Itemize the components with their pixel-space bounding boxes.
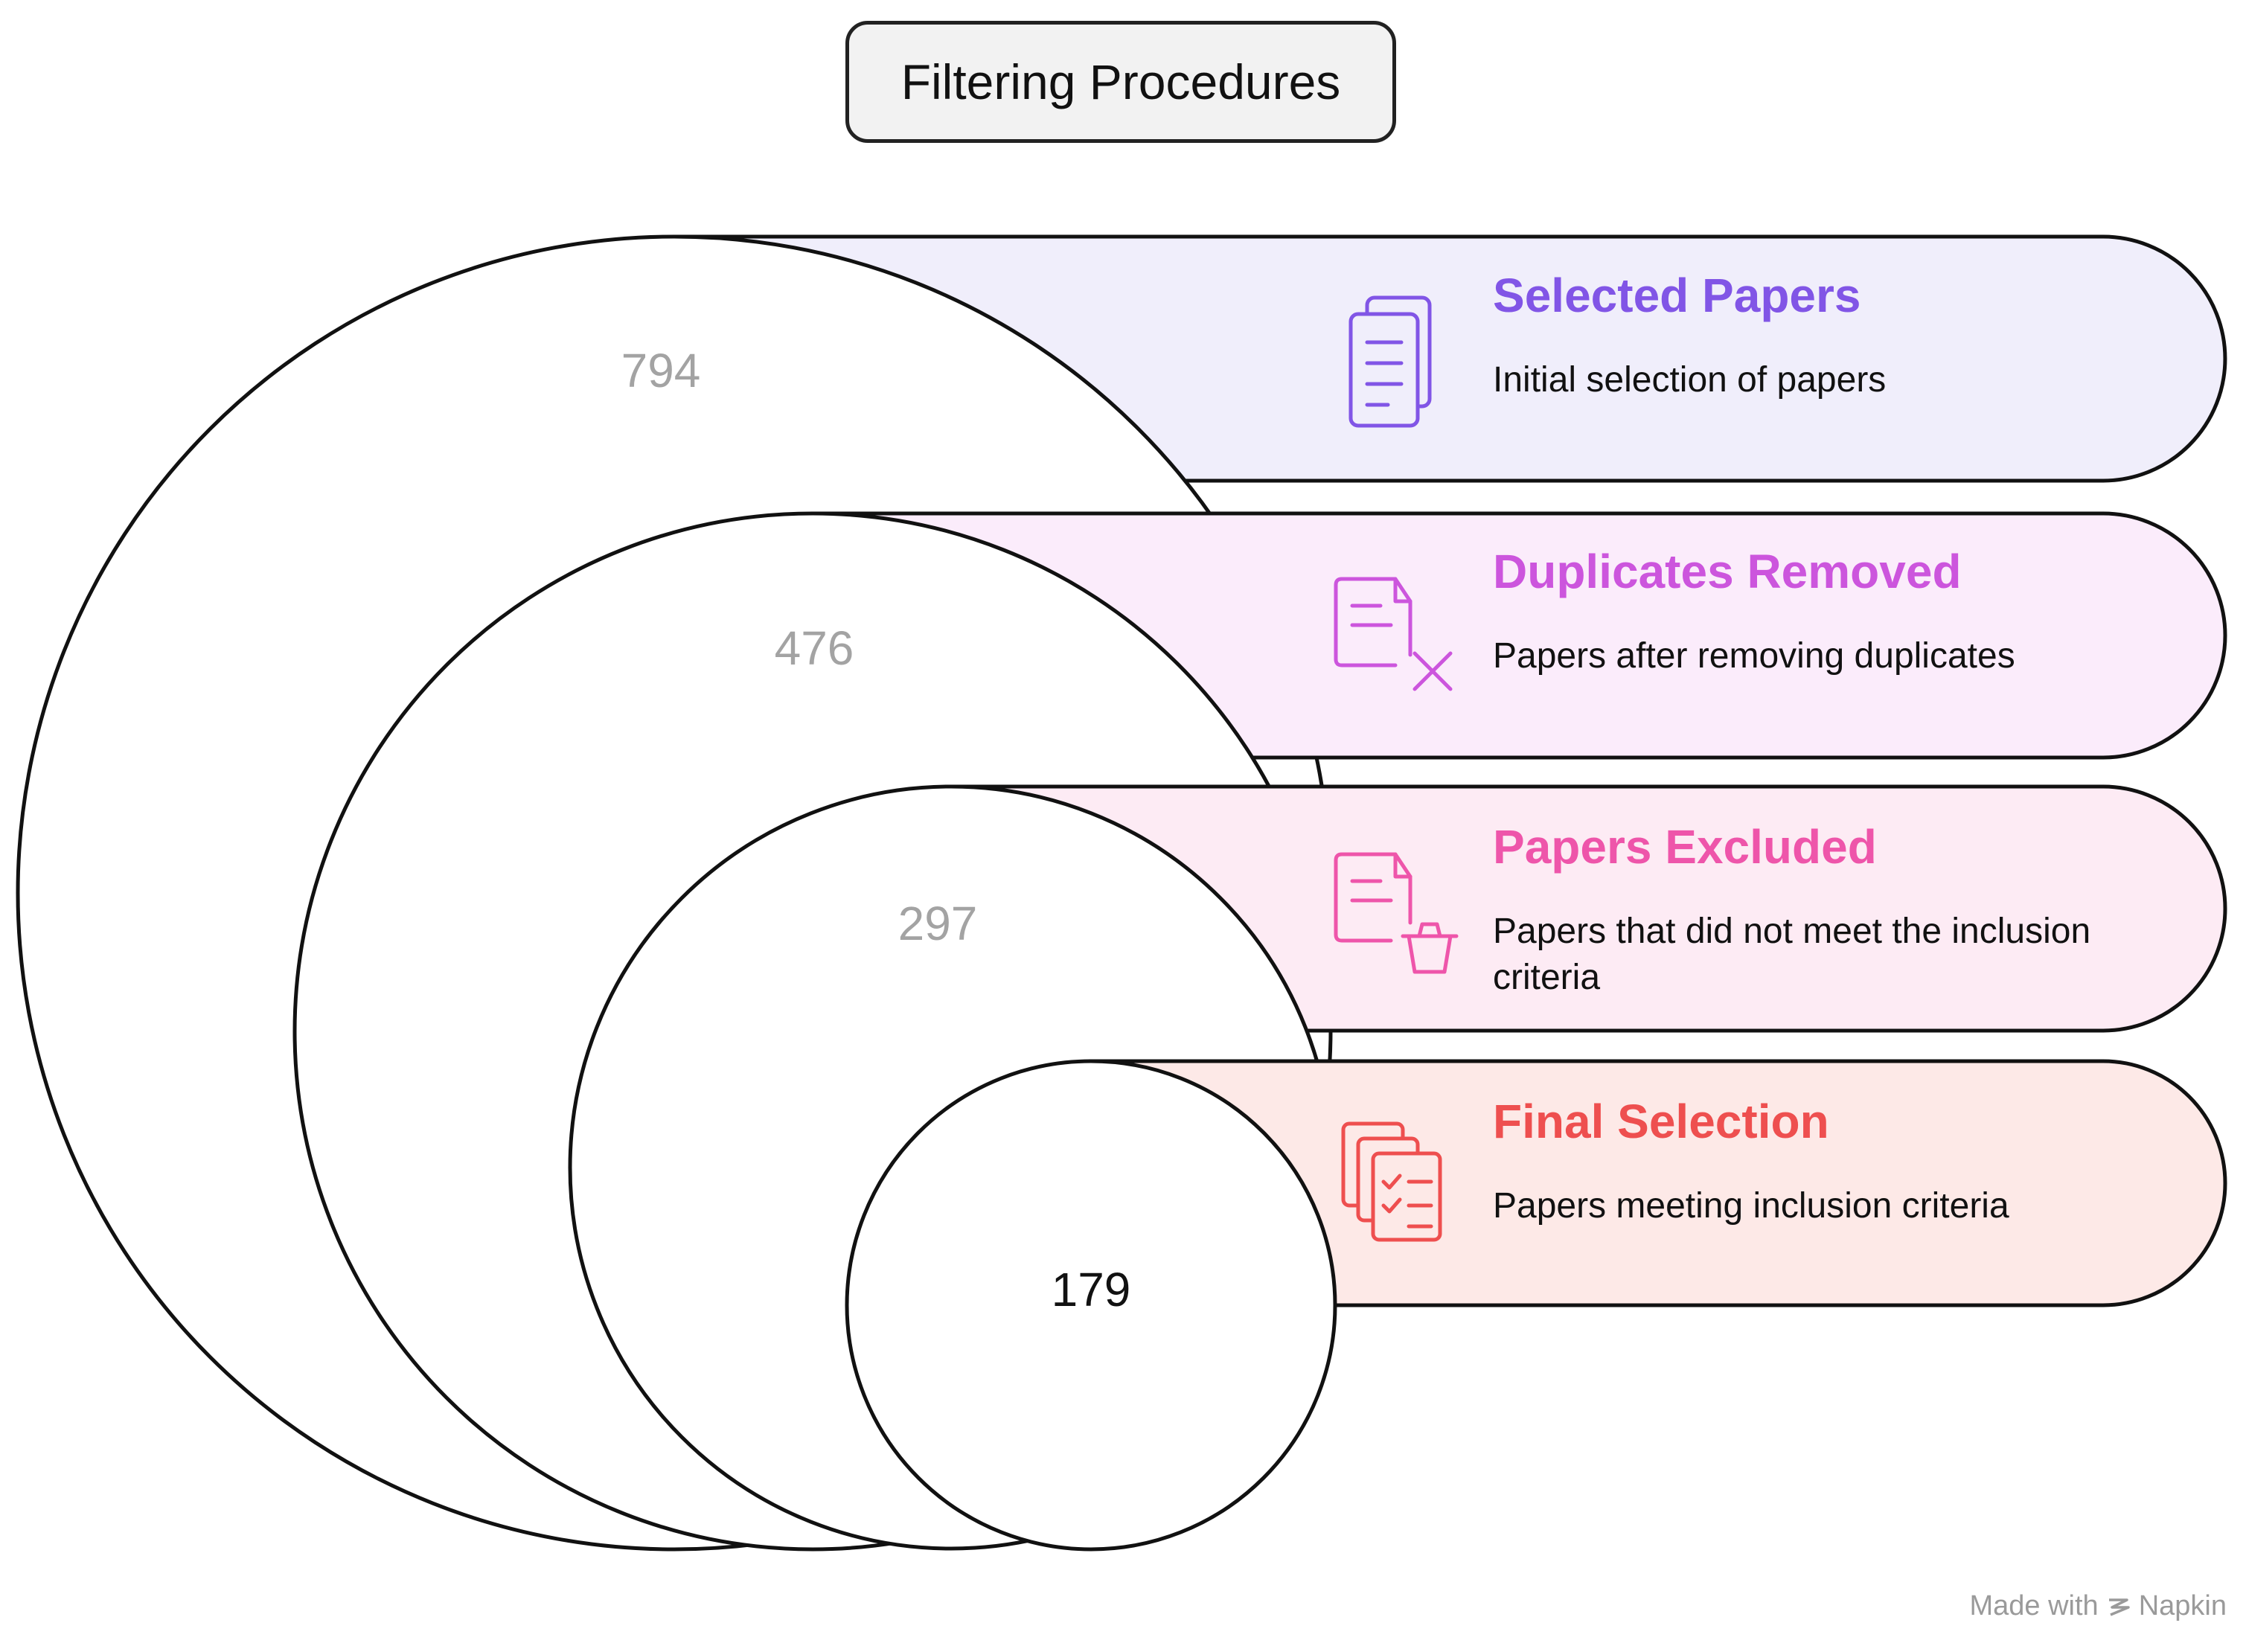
document-remove-icon	[1334, 577, 1453, 691]
stage-count: 794	[621, 344, 701, 397]
napkin-logo-icon	[2108, 1598, 2130, 1616]
stage-selected-papers: Selected Papers Initial selection of pap…	[1493, 269, 2192, 403]
stage-description: Papers that did not meet the inclusion c…	[1493, 912, 2091, 998]
stage-title: Final Selection	[1493, 1095, 1829, 1148]
document-trash-icon	[1334, 852, 1459, 974]
stage-count: 179	[1052, 1263, 1131, 1316]
document-checklist-icon	[1341, 1121, 1442, 1242]
stage-circle	[845, 1059, 1337, 1552]
stage-count: 476	[775, 621, 854, 675]
stage-description: Initial selection of papers	[1493, 360, 1887, 400]
stage-count: 297	[898, 897, 978, 950]
stage-duplicates-removed: Duplicates Removed Papers after removing…	[1493, 545, 2192, 679]
diagram-title: Filtering Procedures	[845, 21, 1396, 143]
stage-description: Papers after removing duplicates	[1493, 636, 2015, 676]
stage-description: Papers meeting inclusion criteria	[1493, 1186, 2009, 1226]
stage-title: Papers Excluded	[1493, 820, 1877, 874]
watermark-brand: Napkin	[2138, 1590, 2227, 1621]
documents-icon	[1348, 295, 1432, 428]
stage-title: Selected Papers	[1493, 269, 1861, 322]
stage-final-selection: Final Selection Papers meeting inclusion…	[1493, 1095, 2192, 1229]
stage-papers-excluded: Papers Excluded Papers that did not meet…	[1493, 821, 2192, 1001]
watermark: Made with Napkin	[1970, 1590, 2227, 1622]
watermark-prefix: Made with	[1969, 1590, 2099, 1621]
stage-title: Duplicates Removed	[1493, 545, 1962, 598]
